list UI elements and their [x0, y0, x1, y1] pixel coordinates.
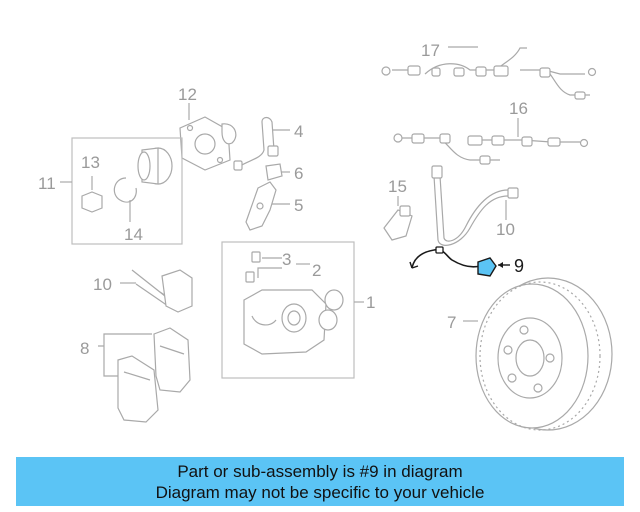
part-9-wear-sensor[interactable] — [409, 246, 510, 277]
part-7-rotor[interactable] — [463, 277, 613, 431]
banner-line-2: Diagram may not be specific to your vehi… — [155, 482, 485, 502]
callout-4: 4 — [294, 122, 303, 141]
part-10-clips[interactable] — [120, 269, 193, 313]
callout-12: 12 — [178, 85, 197, 104]
callout-13: 13 — [81, 153, 100, 172]
callout-1: 1 — [366, 293, 375, 312]
callout-11: 11 — [38, 174, 56, 193]
part-4-brake-line[interactable] — [233, 116, 290, 171]
callout-3: 3 — [282, 250, 291, 269]
part-12-hub[interactable] — [179, 103, 237, 171]
part-5-bracket[interactable] — [245, 181, 290, 231]
callout-7: 7 — [447, 313, 456, 332]
callout-15: 15 — [388, 177, 407, 196]
part-17-harness[interactable] — [381, 46, 597, 100]
info-banner: Part or sub-assembly is #9 in diagram Di… — [16, 457, 624, 506]
banner-line-1: Part or sub-assembly is #9 in diagram — [177, 461, 463, 481]
callout-9: 9 — [514, 256, 524, 276]
part-1-caliper-assembly[interactable] — [221, 241, 364, 379]
callout-17: 17 — [421, 41, 440, 60]
callout-16: 16 — [509, 99, 528, 118]
part-10-brake-hose[interactable] — [431, 165, 519, 246]
part-8-brake-pads[interactable] — [98, 327, 191, 423]
callout-8: 8 — [80, 339, 89, 358]
callout-5: 5 — [294, 196, 303, 215]
parts-diagram: 17 16 12 4 6 — [38, 41, 613, 431]
callout-6: 6 — [294, 164, 303, 183]
part-15-sensor[interactable] — [383, 196, 413, 241]
part-11-bearing-kit[interactable] — [60, 137, 183, 245]
callout-10-left: 10 — [93, 275, 112, 294]
callout-14: 14 — [124, 225, 143, 244]
callout-2: 2 — [312, 261, 321, 280]
part-16-harness[interactable] — [393, 118, 589, 165]
part-6-clip[interactable] — [265, 163, 290, 181]
callout-10-hose: 10 — [496, 220, 515, 239]
